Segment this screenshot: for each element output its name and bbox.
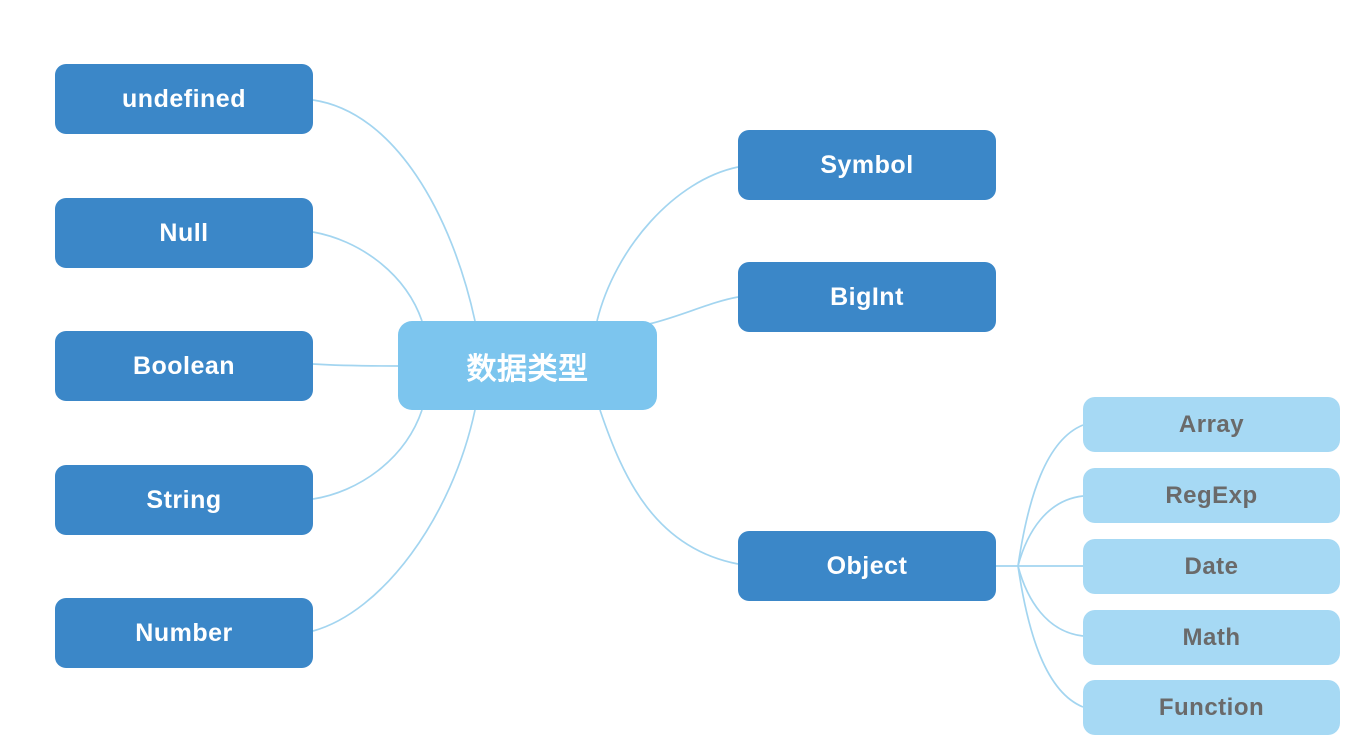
connector-boolean <box>312 363 399 367</box>
node-undefined[interactable]: undefined <box>55 64 313 134</box>
node-label: String <box>146 485 222 514</box>
node-label: RegExp <box>1165 481 1258 509</box>
node-label: Date <box>1184 552 1239 580</box>
connector-number <box>312 409 476 632</box>
node-label: Symbol <box>820 150 914 179</box>
node-label: undefined <box>122 84 246 113</box>
connector-object <box>599 409 739 565</box>
node-boolean[interactable]: Boolean <box>55 331 313 401</box>
connector-string <box>312 409 423 500</box>
connector-null <box>312 231 423 322</box>
node-label: Boolean <box>132 351 236 380</box>
node-label: Object <box>826 551 908 580</box>
node-string[interactable]: String <box>55 465 313 535</box>
node-null[interactable]: Null <box>55 198 313 268</box>
node-label: Math <box>1182 623 1241 651</box>
node-symbol[interactable]: Symbol <box>738 130 996 200</box>
connector-array <box>1017 424 1084 567</box>
node-array[interactable]: Array <box>1083 397 1340 452</box>
connector-symbol <box>596 166 739 322</box>
connector-regexp <box>1017 495 1084 567</box>
connector-math <box>1017 565 1084 637</box>
node-function[interactable]: Function <box>1083 680 1340 735</box>
node-date[interactable]: Date <box>1083 539 1340 594</box>
node-bigint[interactable]: BigInt <box>738 262 996 332</box>
node-root-data-types[interactable]: 数据类型 <box>398 321 657 410</box>
connector-bigint <box>648 296 739 325</box>
node-number[interactable]: Number <box>55 598 313 668</box>
node-label: Null <box>159 218 209 247</box>
node-regexp[interactable]: RegExp <box>1083 468 1340 523</box>
connector-function <box>1017 565 1084 708</box>
node-object[interactable]: Object <box>738 531 996 601</box>
node-label: Array <box>1178 410 1245 438</box>
node-label: BigInt <box>830 282 904 311</box>
node-math[interactable]: Math <box>1083 610 1340 665</box>
node-label: Number <box>135 618 233 647</box>
node-label: Function <box>1158 693 1265 721</box>
node-label: 数据类型 <box>466 352 589 386</box>
connector-undefined <box>312 99 476 322</box>
